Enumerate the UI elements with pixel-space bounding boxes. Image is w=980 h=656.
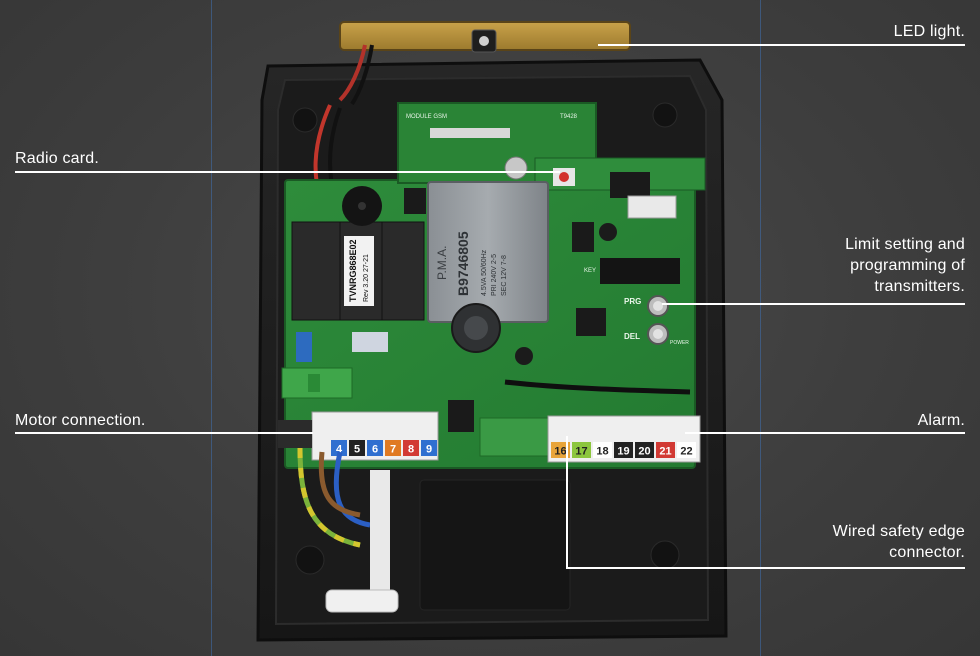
callout-motor-connection: Motor connection. <box>15 411 146 430</box>
power-label: POWER <box>670 340 689 346</box>
accessory-terminal-label: 19 <box>617 446 629 458</box>
callout-led-light: LED light. <box>894 22 965 41</box>
transformer-spec-2: PRI 240V 2-5 <box>491 254 498 296</box>
callout-alarm: Alarm. <box>918 411 965 430</box>
led-light-board <box>338 21 631 106</box>
callout-safety-edge: Wired safety edge connector. <box>833 521 965 563</box>
accessory-terminal-swatch <box>677 442 696 458</box>
motor-terminal-swatch <box>421 440 437 456</box>
motor-terminal-label: 6 <box>372 444 378 456</box>
accessory-terminal-swatch <box>656 442 675 458</box>
module-code: T9428 <box>560 114 578 120</box>
module-label: MODULE GSM <box>406 114 447 120</box>
callout-radio-card: Radio card. <box>15 149 99 168</box>
accessory-terminal-label: 22 <box>680 446 692 458</box>
guide-line-left <box>211 0 212 656</box>
accessory-terminal-swatch <box>593 442 612 458</box>
transformer-spec-3: SEC 12V 7-8 <box>501 255 508 296</box>
accessory-terminal-swatch <box>635 442 654 458</box>
motor-terminal-label: 4 <box>336 444 343 456</box>
transformer-model: B9746805 <box>455 231 471 296</box>
motor-terminal-swatch <box>403 440 419 456</box>
accessory-terminal-swatch <box>572 442 591 458</box>
callout-limit-setting: Limit setting and programming of transmi… <box>845 234 965 297</box>
callout-limit-setting-line2: programming of <box>850 257 965 274</box>
accessory-terminal-label: 17 <box>575 446 587 458</box>
accessory-terminal-label: 18 <box>596 446 608 458</box>
callout-safety-edge-line1: Wired safety edge <box>832 523 965 540</box>
transformer-brand: P.M.A. <box>435 246 449 280</box>
transformer-spec-1: 4.5VA 50/60Hz <box>481 249 488 296</box>
accessory-terminal-block: 16 17 18 19 20 21 22 <box>547 415 701 463</box>
motor-terminal-swatch <box>367 440 383 456</box>
motor-terminal-label: 5 <box>354 444 360 456</box>
callout-lines <box>15 44 965 569</box>
callout-radio-card-text: Radio card. <box>15 150 100 167</box>
relay-sticker-line2: Rev 3.20 27-21 <box>363 254 370 302</box>
prg-label: PRG <box>624 297 641 306</box>
callout-safety-edge-line2: connector. <box>889 544 965 561</box>
motor-cables <box>297 447 399 613</box>
accessory-terminal-swatch <box>614 442 633 458</box>
accessory-terminal-label: 20 <box>638 446 650 458</box>
motor-terminal-swatch <box>385 440 401 456</box>
callout-motor-connection-text: Motor connection. <box>15 412 146 429</box>
motor-terminal-label: 7 <box>390 444 396 456</box>
del-label: DEL <box>624 332 640 341</box>
relay-sticker-line1: TVNRG868E02 <box>348 239 358 302</box>
accessory-terminal-swatch <box>551 442 570 458</box>
callout-led-light-text: LED light. <box>893 23 965 40</box>
motor-terminal-swatch <box>349 440 365 456</box>
main-pcb: MODULE GSM T9428 TVNRG868E02 Rev 3.20 27… <box>281 102 706 469</box>
guide-line-right <box>760 0 761 656</box>
accessory-terminal-label: 21 <box>659 446 671 458</box>
callout-limit-setting-line3: transmitters. <box>874 278 965 295</box>
callout-alarm-text: Alarm. <box>917 412 965 429</box>
callout-limit-setting-line1: Limit setting and <box>845 236 965 253</box>
motor-terminal-swatch <box>331 440 347 456</box>
accessory-terminal-label: 16 <box>554 446 566 458</box>
key-label: KEY <box>584 268 596 274</box>
motor-terminal-label: 8 <box>408 444 414 456</box>
motor-terminal-label: 9 <box>426 444 432 456</box>
